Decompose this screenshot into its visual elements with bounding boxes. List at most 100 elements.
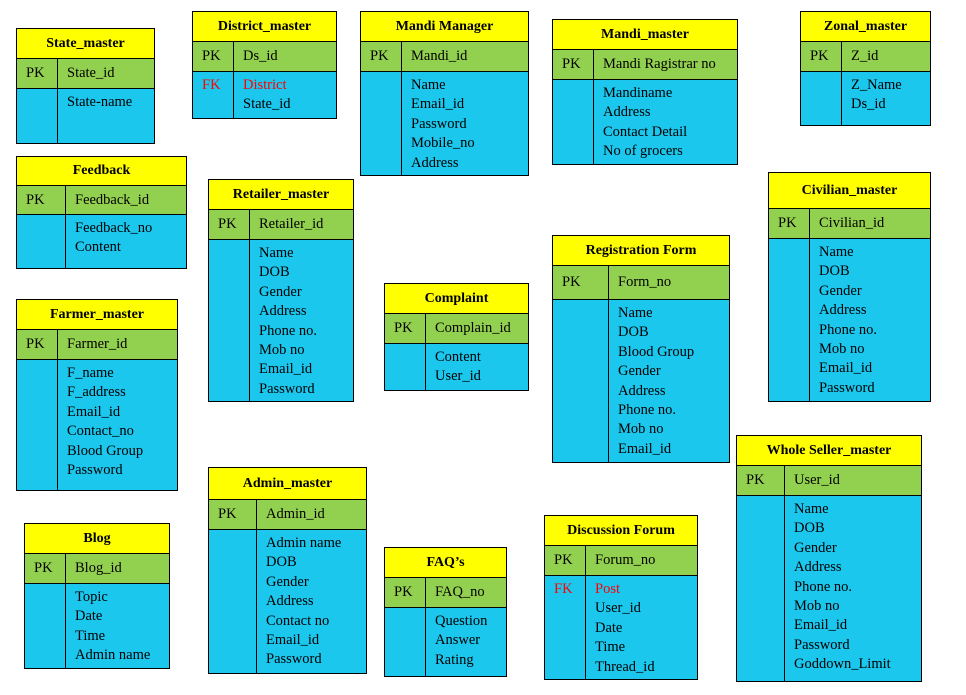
pk-field: Blog_id [75,560,122,576]
field-item: Gender [819,282,862,299]
key-column [553,80,594,164]
key-column: FK [193,72,234,118]
pk-field: State_id [67,65,115,81]
field-item: Rating [435,651,474,668]
field-item: Z_Name [851,77,902,93]
key-column [25,584,66,668]
primary-key-row: PK Farmer_id [17,330,177,360]
pk-label: PK [17,330,58,359]
key-column [17,89,58,143]
field-item: Password [794,636,850,653]
field-item: F_name [67,365,114,381]
table-title: Zonal_master [801,12,930,42]
field-item: Name [794,501,829,517]
field-item: Mandiname [603,85,673,101]
field-item: Goddown_Limit [794,656,891,673]
pk-field: User_id [794,472,840,488]
key-column [209,240,250,401]
key-column: FK [545,576,586,679]
field-item: DOB [618,324,649,341]
field-item: Name [411,77,446,93]
field-item: Blood Group [618,343,695,360]
table-title: District_master [193,12,336,42]
field-item: Name [819,244,854,260]
field-item: Name [618,305,653,321]
fields-body: State-name [17,89,154,143]
field-item: DOB [266,554,297,571]
pk-label: PK [193,42,234,71]
pk-field: Z_id [851,48,879,64]
field-item: Gender [259,283,302,300]
field-item: Content [435,349,481,365]
field-item: Time [75,627,106,644]
field-item: Date [75,608,103,625]
pk-label: PK [385,314,426,343]
field-item: Contact_no [67,423,134,440]
field-item: Address [618,382,666,399]
pk-field: Admin_id [266,506,325,522]
pk-field: Feedback_id [75,191,150,208]
pk-field: Complain_id [435,320,511,336]
field-item: Mob no [819,341,865,358]
pk-label: PK [769,209,810,238]
field-item: Email_id [266,632,320,649]
table-title: Admin_master [209,468,366,500]
key-column [385,344,426,390]
field-item: DOB [259,264,290,281]
fk-field: Post [595,581,620,597]
fk-label: FK [202,77,221,93]
fk-field: District [243,77,287,93]
pk-field: Farmer_id [67,336,128,352]
key-column [361,72,402,175]
table-title: Retailer_master [209,180,353,210]
field-item: Email_id [618,440,672,457]
field-item: Address [411,154,459,171]
field-item: Topic [75,589,108,605]
table-title: Farmer_master [17,300,177,330]
field-item: State-name [67,94,133,110]
field-item: Email_id [819,360,873,377]
pk-label: PK [553,50,594,79]
field-item: Time [595,639,626,656]
pk-field: FAQ_no [435,584,485,600]
field-item: DOB [794,520,825,537]
field-item: Contact no [266,612,330,629]
field-item: Mobile_no [411,135,475,152]
pk-field: Mandi Ragistrar no [603,56,716,72]
field-item: Phone no. [618,402,676,419]
field-item: Email_id [259,361,313,378]
pk-label: PK [545,546,586,575]
field-item: Password [819,379,875,396]
key-column [737,496,785,681]
field-list: State-name [58,89,132,143]
field-item: Ds_id [851,96,886,113]
field-item: DOB [819,263,850,280]
pk-field: Form_no [618,274,672,290]
key-column [801,72,842,125]
key-column [553,300,609,462]
